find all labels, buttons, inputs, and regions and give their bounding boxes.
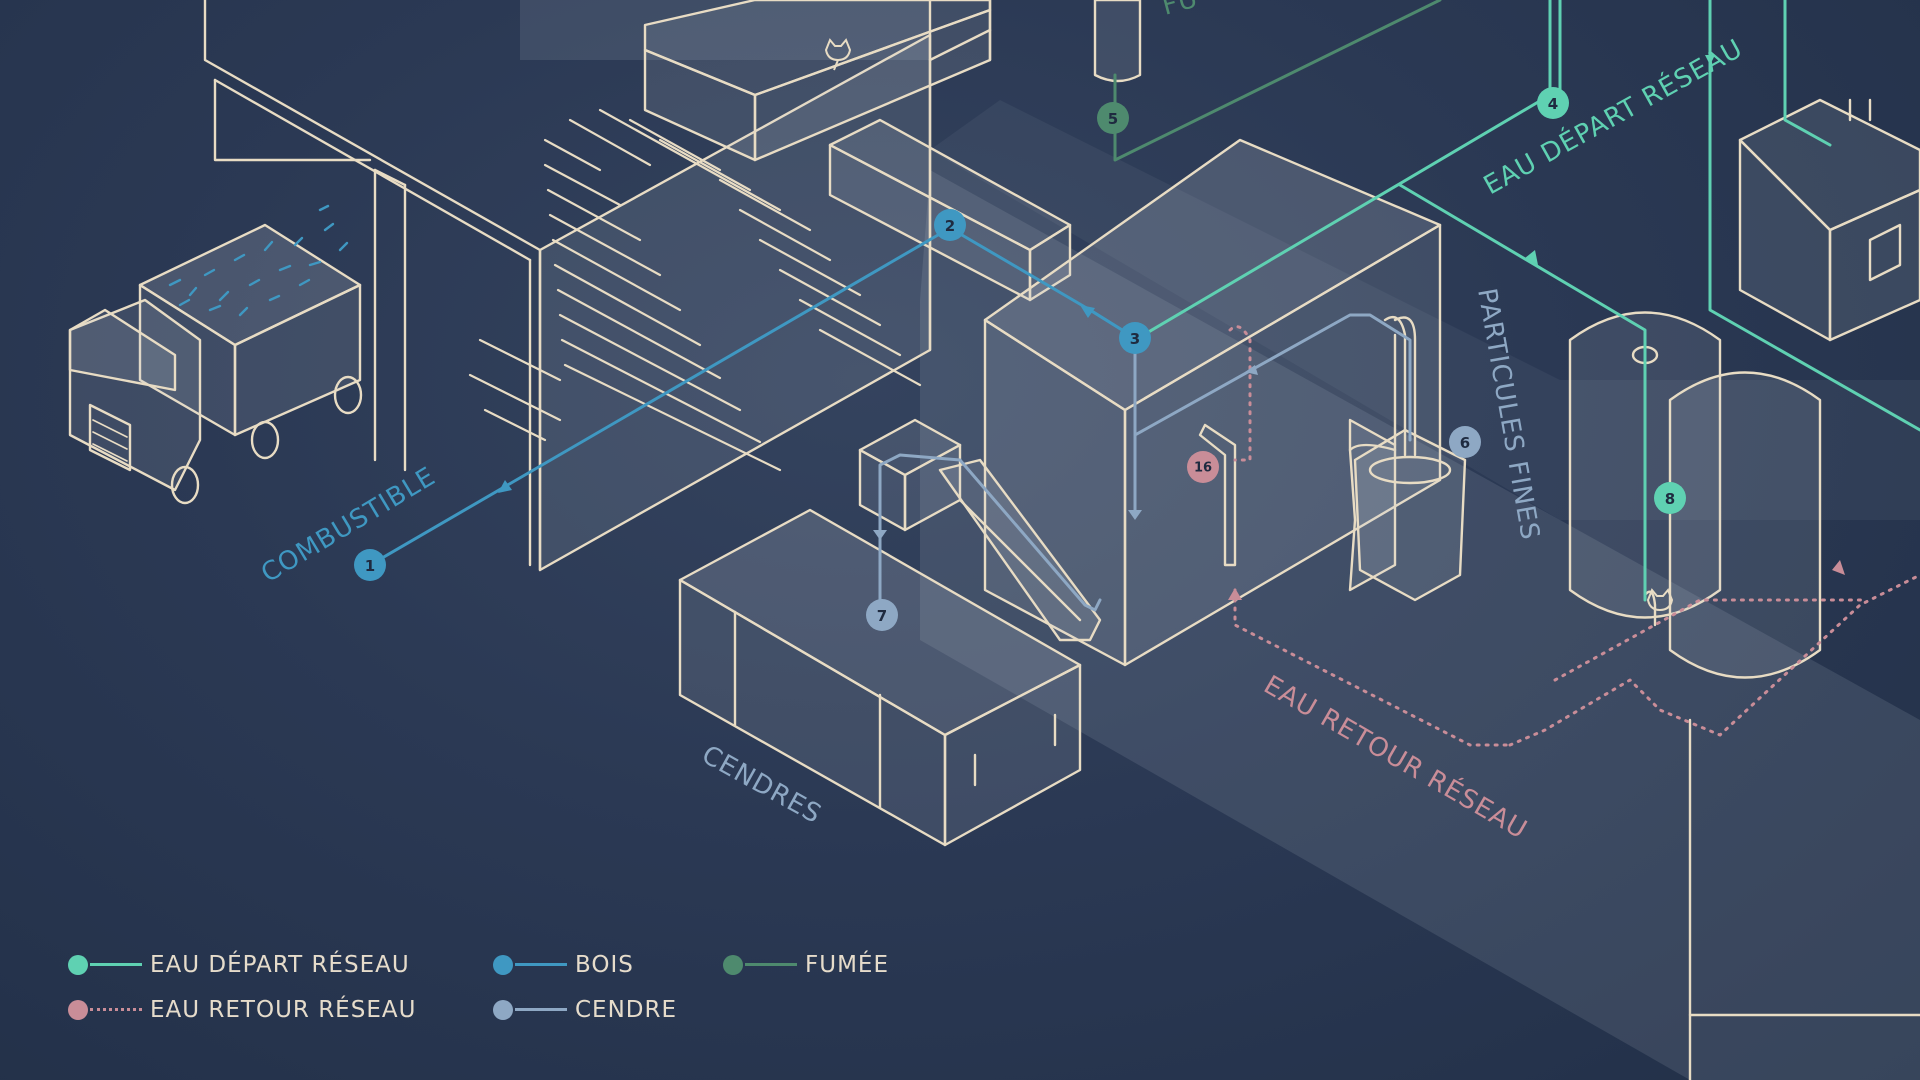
arrow-cendre-3: [873, 530, 887, 540]
flow-eau-depart-b: [1553, 0, 1562, 102]
arrow-eau-retour-1: [1228, 588, 1242, 600]
node-4[interactable]: 4: [1537, 87, 1569, 119]
legend-label-cendre: CENDRE: [575, 997, 678, 1023]
legend-line: [745, 963, 797, 966]
node-2-number: 2: [945, 217, 955, 235]
flow-cendre-c: [878, 453, 1102, 617]
legend-label-eau-depart: EAU DÉPART RÉSEAU: [150, 952, 410, 978]
legend-swatch-cendre: [485, 995, 575, 1025]
arrow-bois-2: [1080, 305, 1095, 318]
node-16[interactable]: 16: [1187, 451, 1219, 483]
flow-eau-retour-b: [1508, 573, 1920, 747]
legend-dot-icon: [68, 1000, 88, 1020]
legend-eau-depart: EAU DÉPART RÉSEAU: [60, 950, 410, 980]
node-3-number: 3: [1130, 330, 1140, 348]
cat-logo-icon-2: [1646, 588, 1674, 612]
boiler-building: [983, 138, 1442, 667]
node-4-number: 4: [1548, 95, 1558, 113]
legend-line: [515, 963, 567, 966]
node-16-number: 16: [1194, 461, 1212, 476]
flow-eau-depart-d: [1708, 0, 1920, 432]
node-2[interactable]: 2: [934, 209, 966, 241]
particle-container: [1353, 315, 1467, 602]
legend-swatch-bois: [485, 950, 575, 980]
legend-dot-icon: [493, 955, 513, 975]
legend-dot-icon: [493, 1000, 513, 1020]
legend-swatch-eau-retour: [60, 995, 150, 1025]
flow-eau-retour-pipe: [1228, 325, 1252, 462]
legend-cendre: CENDRE: [485, 995, 677, 1025]
node-8[interactable]: 8: [1654, 482, 1686, 514]
legend: EAU DÉPART RÉSEAU EAU RETOUR RÉSEAU BOIS…: [60, 950, 960, 1050]
legend-fumee: FUMÉE: [715, 950, 889, 980]
legend-line: [515, 1008, 567, 1011]
label-eau-depart: EAU DÉPART RÉSEAU: [1478, 32, 1748, 201]
right-building: [1688, 98, 1920, 1080]
conveyor-slats: [468, 108, 922, 472]
node-5-number: 5: [1108, 110, 1118, 128]
legend-line: [90, 963, 142, 966]
node-5[interactable]: 5: [1097, 102, 1129, 134]
legend-dot-icon: [723, 955, 743, 975]
arrow-eau-depart-2: [1525, 250, 1538, 265]
flow-eau-depart-e: [1783, 0, 1832, 147]
node-8-number: 8: [1665, 490, 1675, 508]
arrow-bois-1: [498, 480, 512, 493]
flow-cendre-b: [1133, 313, 1412, 442]
legend-dot-icon: [68, 955, 88, 975]
cat-logo-icon: [824, 38, 852, 71]
legend-swatch-eau-depart: [60, 950, 150, 980]
label-combustible: COMBUSTIBLE: [256, 461, 441, 589]
legend-label-fumee: FUMÉE: [805, 952, 889, 978]
legend-eau-retour: EAU RETOUR RÉSEAU: [60, 995, 416, 1025]
top-conveyor: [643, 0, 1072, 352]
arrow-eau-retour-2: [1832, 560, 1845, 575]
flow-fumee: [1113, 0, 1442, 162]
node-6[interactable]: 6: [1449, 426, 1481, 458]
ash-hopper: [858, 418, 1102, 642]
arrow-eau-depart-1: [1705, 55, 1715, 65]
flow-eau-retour-a: [1233, 588, 1512, 747]
node-3[interactable]: 3: [1119, 322, 1151, 354]
flow-eau-depart-c: [1398, 183, 1647, 602]
flow-eau-retour-c: [1553, 598, 1867, 682]
node-7-number: 7: [877, 607, 887, 625]
return-pipe: [1198, 423, 1237, 567]
arrow-cendre-2: [1245, 365, 1258, 375]
node-7[interactable]: 7: [866, 599, 898, 631]
arrow-cendre-1: [1128, 510, 1142, 520]
legend-label-bois: BOIS: [575, 952, 634, 978]
legend-line: [90, 1008, 142, 1011]
wood-chips: [168, 204, 349, 317]
chimney: [1093, 0, 1142, 83]
node-6-number: 6: [1460, 434, 1470, 452]
node-1[interactable]: 1: [354, 549, 386, 581]
legend-bois: BOIS: [485, 950, 634, 980]
legend-swatch-fumee: [715, 950, 805, 980]
truck: [68, 204, 363, 505]
legend-label-eau-retour: EAU RETOUR RÉSEAU: [150, 997, 417, 1023]
node-1-number: 1: [365, 557, 375, 575]
label-fumee-partial: FU: [1159, 0, 1202, 22]
